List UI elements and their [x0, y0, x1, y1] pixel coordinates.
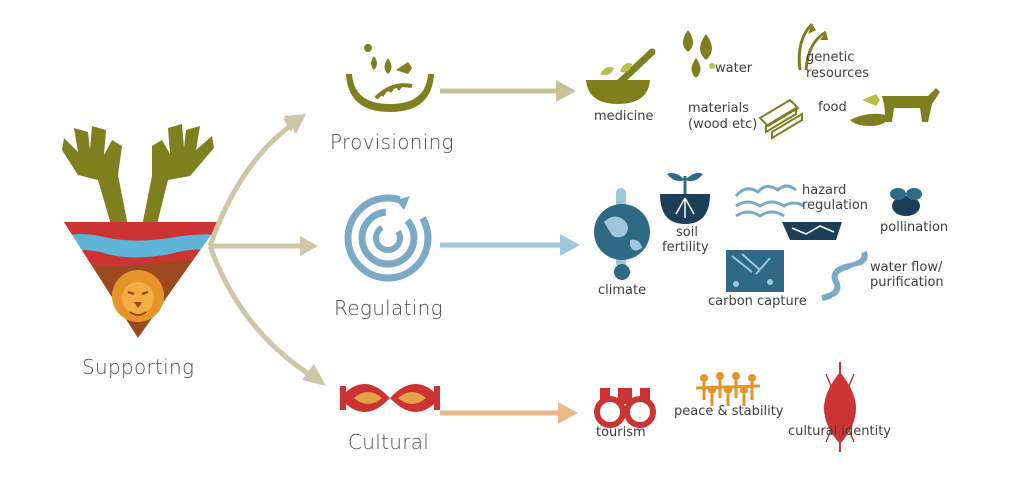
- food-label: food: [818, 100, 847, 115]
- materials-label-line2: (wood etc): [688, 117, 758, 132]
- carbon-capture-label: carbon capture: [708, 294, 807, 309]
- cultural-icon: [340, 384, 440, 412]
- carbon-capture-icon: [726, 250, 784, 292]
- climate-label: climate: [598, 283, 647, 298]
- regulating-label: Regulating: [334, 296, 443, 320]
- climate-globe-icon: [594, 188, 650, 280]
- supporting-arrows: [207, 114, 326, 386]
- left-hand-icon: [62, 126, 128, 228]
- medicine-label: medicine: [594, 109, 654, 124]
- water-flow-icon: [821, 250, 868, 301]
- soil-fertility-label-line1: soil: [676, 225, 698, 240]
- food-icon: [850, 88, 940, 126]
- supporting-emblem-icon: [62, 124, 220, 338]
- pollination-label: pollination: [880, 220, 949, 235]
- provisioning-icon: [346, 44, 434, 112]
- regulating-icon: [344, 194, 432, 282]
- soil-fertility-icon: [660, 172, 710, 224]
- water-flow-label-line2: purification: [870, 275, 944, 290]
- right-hand-icon: [142, 124, 214, 228]
- tourism-label: tourism: [596, 425, 646, 440]
- supporting-label: Supporting: [82, 355, 195, 379]
- hazard-wave-icon: [734, 184, 805, 218]
- hazard-crack-icon: [782, 222, 842, 240]
- cultural-identity-label: cultural identity: [788, 424, 891, 439]
- provisioning-label: Provisioning: [330, 130, 454, 154]
- lion-icon: [112, 270, 164, 322]
- medicine-icon: [586, 48, 656, 104]
- genetic-resources-label-line1: genetic: [806, 50, 855, 65]
- peace-people-icon: [695, 372, 761, 406]
- materials-label-line1: materials: [688, 101, 750, 116]
- genetic-resources-label-line2: resources: [806, 66, 870, 81]
- tourism-binoculars-icon: [594, 388, 656, 428]
- water-drops-icon: [683, 30, 715, 78]
- hazard-regulation-label-line1: hazard: [802, 183, 847, 198]
- cultural-identity-shield-icon: [824, 362, 856, 452]
- genetic-resources-icon: [797, 22, 828, 71]
- soil-fertility-label-line2: fertility: [662, 240, 709, 255]
- peace-stability-label: peace & stability: [674, 404, 784, 419]
- water-flow-label-line1: water flow/: [870, 260, 943, 275]
- materials-wood-icon: [758, 98, 803, 140]
- hazard-regulation-label-line2: regulation: [802, 198, 869, 213]
- cultural-label: Cultural: [348, 430, 430, 454]
- water-label: water: [715, 61, 753, 76]
- pollination-bee-icon: [890, 188, 922, 216]
